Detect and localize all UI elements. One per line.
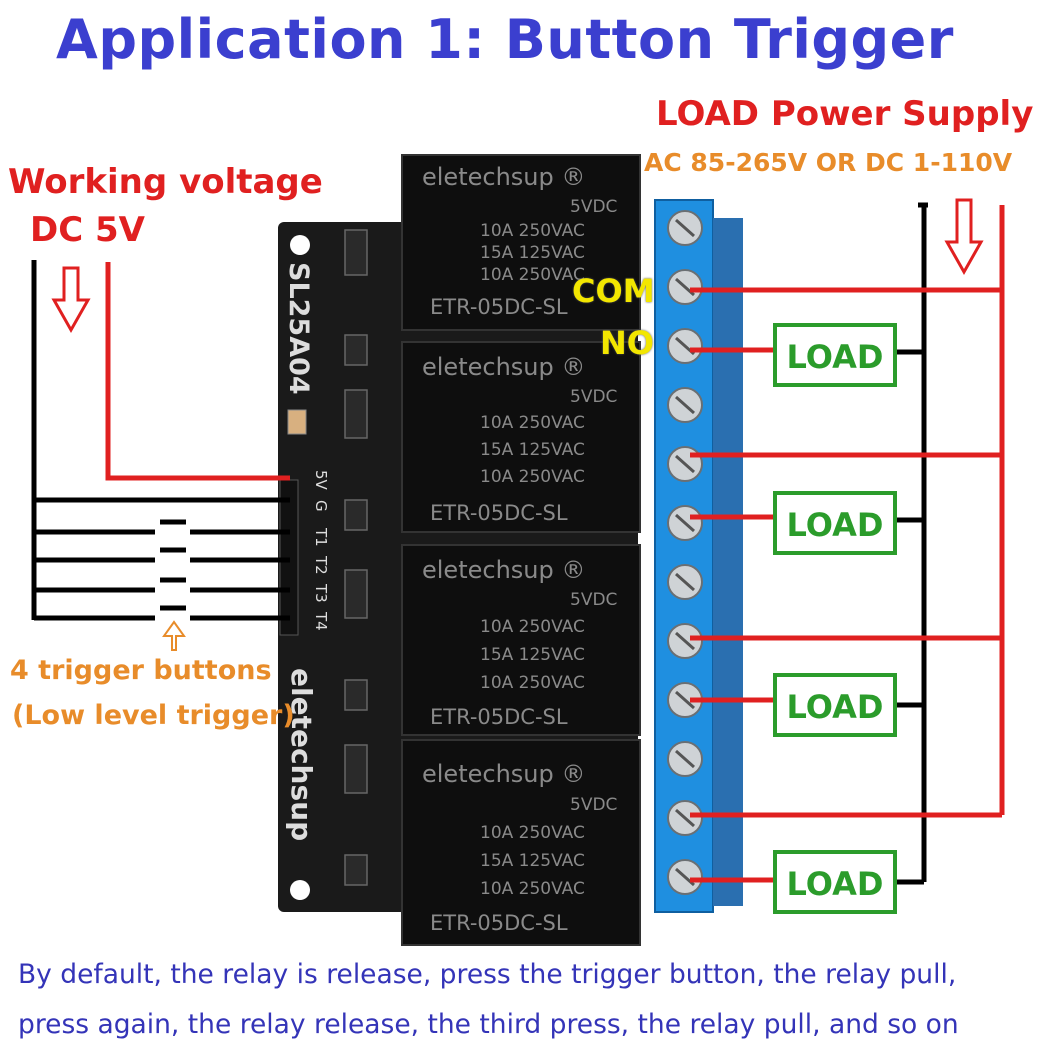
description-line: By default, the relay is release, press …: [18, 959, 957, 990]
trigger-buttons-label: 4 trigger buttons: [10, 655, 272, 686]
trigger-button-contacts: [160, 519, 186, 611]
load-box-3: [773, 673, 897, 737]
mounting-hole: [290, 880, 310, 900]
load-label: LOAD: [787, 865, 884, 903]
pin-label: T3: [312, 583, 330, 603]
load-box-1: [773, 323, 897, 387]
load-label: LOAD: [787, 506, 884, 544]
relay-4-spec: 15A 125VAC: [480, 851, 585, 871]
load-power-range: AC 85-265V OR DC 1-110V: [644, 148, 1013, 177]
relay-4-brand: eletechsup ®: [422, 760, 585, 788]
trigger-mode-label: (Low level trigger): [12, 700, 295, 731]
working-voltage-value: DC 5V: [30, 210, 145, 250]
screw-slot: [675, 513, 695, 533]
relay-2-spec: 15A 125VAC: [480, 440, 585, 460]
pin-label: G: [312, 500, 330, 512]
board-brand-label: eletechsup: [285, 668, 318, 841]
relay-3-model: ETR-05DC-SL: [430, 705, 568, 729]
power-red-wires: [690, 205, 1005, 883]
terminal-block: [654, 199, 743, 913]
relay-4-spec: 10A 250VAC: [480, 879, 585, 899]
relay-3: [401, 544, 641, 736]
screw-slot: [675, 749, 695, 769]
screw-slot: [675, 808, 695, 828]
screw-slot: [675, 631, 695, 651]
relay-2-spec: 5VDC: [570, 387, 617, 407]
power-black-wires: [895, 202, 928, 885]
description-text: By default, the relay is release, press …: [18, 950, 1038, 1050]
trigger-up-arrow-icon: [162, 620, 186, 651]
board-model-label: SL25A04: [283, 262, 314, 395]
load-label: LOAD: [787, 338, 884, 376]
relay-4-model: ETR-05DC-SL: [430, 911, 568, 935]
load-power-title: LOAD Power Supply: [656, 94, 1034, 134]
relay-1-spec: 15A 125VAC: [480, 243, 585, 263]
relay-2-spec: 10A 250VAC: [480, 413, 585, 433]
pin-label: T2: [312, 555, 330, 575]
smd-components: [344, 229, 368, 886]
working-voltage-label: Working voltage: [8, 162, 323, 202]
trigger-black-wires: [31, 260, 290, 621]
relay-2-model: ETR-05DC-SL: [430, 501, 568, 525]
pin-label: T4: [312, 611, 330, 631]
pin-label: T1: [312, 527, 330, 547]
com-terminal-label: COM: [572, 272, 655, 310]
relay-3-spec: 5VDC: [570, 590, 617, 610]
relay-4: [401, 739, 641, 946]
power-down-arrow-icon: [944, 198, 984, 276]
screw-slot: [675, 572, 695, 592]
screw-slot: [675, 218, 695, 238]
terminal-screws: [667, 210, 703, 895]
relay-4-spec: 5VDC: [570, 795, 617, 815]
screw-slot: [675, 395, 695, 415]
pin-label: 5V: [312, 470, 330, 491]
no-terminal-label: NO: [600, 324, 654, 362]
relay-1-model: ETR-05DC-SL: [430, 295, 568, 319]
relay-1-brand: eletechsup ®: [422, 163, 585, 191]
screw-slot: [675, 690, 695, 710]
relay-3-spec: 15A 125VAC: [480, 645, 585, 665]
relay-1-spec: 10A 250VAC: [480, 265, 585, 285]
status-led: [287, 409, 307, 435]
relay-1-spec: 10A 250VAC: [480, 221, 585, 241]
mounting-hole: [290, 235, 310, 255]
relay-2-brand: eletechsup ®: [422, 353, 585, 381]
voltage-down-arrow-icon: [51, 266, 91, 334]
screw-slot: [675, 454, 695, 474]
relay-1-spec: 5VDC: [570, 197, 617, 217]
load-label: LOAD: [787, 688, 884, 726]
relay-4-spec: 10A 250VAC: [480, 823, 585, 843]
relay-2: [401, 341, 641, 533]
load-box-2: [773, 491, 897, 555]
load-box-4: [773, 850, 897, 914]
relay-1: [401, 154, 641, 331]
page-title: Application 1: Button Trigger: [56, 8, 954, 71]
vcc-red-wire: [105, 262, 290, 481]
relay-3-brand: eletechsup ®: [422, 556, 585, 584]
relay-2-spec: 10A 250VAC: [480, 467, 585, 487]
relay-3-spec: 10A 250VAC: [480, 617, 585, 637]
relay-3-spec: 10A 250VAC: [480, 673, 585, 693]
description-line: press again, the relay release, the thir…: [18, 1009, 959, 1040]
